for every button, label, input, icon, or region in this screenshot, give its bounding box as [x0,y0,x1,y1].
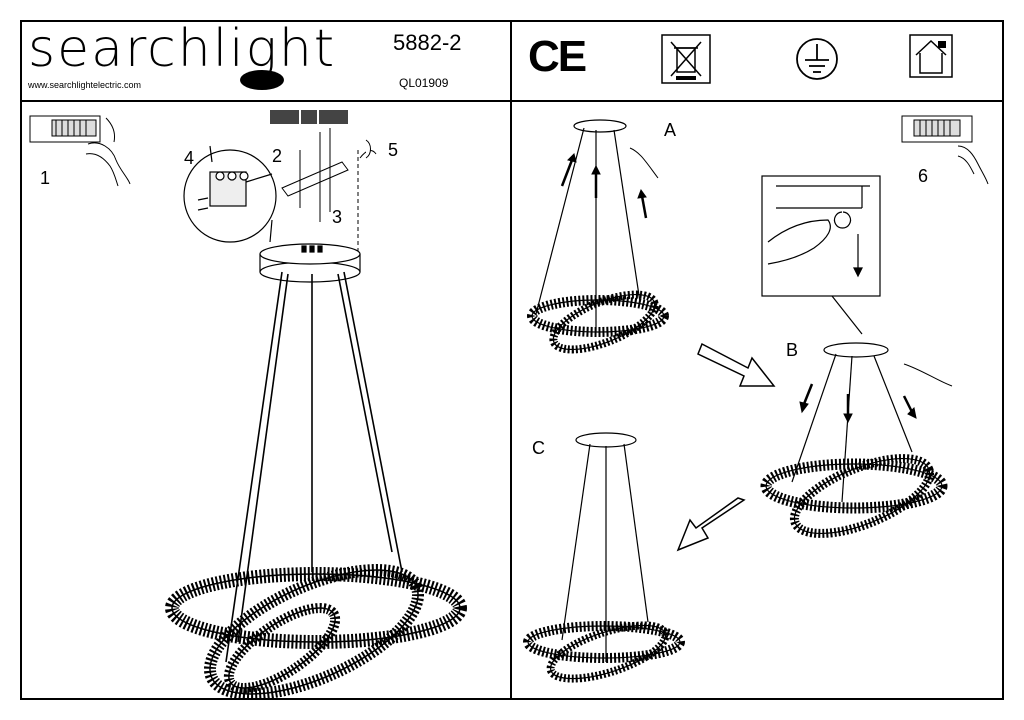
weee-bin-icon [661,34,711,84]
step-label-c: C [532,438,545,458]
ceiling-block [270,110,348,124]
step-number-1: 1 [40,168,51,188]
lamp-c-icon [523,432,685,683]
website-url: www.searchlightelectric.com [28,80,142,90]
panel-divider-horizontal [20,100,1004,102]
step-label-b: B [786,340,799,360]
mounting-bracket-icon [281,128,377,222]
indoor-use-icon [909,34,953,78]
power-on-hand-icon [901,115,989,185]
instruction-sheet-frame [20,20,1004,700]
step-number-5: 5 [388,140,399,160]
canopy-icon [259,243,361,283]
panel-divider-vertical [510,20,512,700]
step-number-4: 4 [184,148,195,168]
brand-logo-text: searchlight [28,19,337,79]
power-off-hand-icon [29,115,131,187]
arrow-right-down-icon [697,342,776,387]
model-number: 5882-2 [393,30,462,55]
logo-dot-icon [240,70,284,90]
ce-mark-icon: CE [528,32,587,81]
earth-ground-icon [796,38,838,80]
connector-detail-icon [183,145,277,243]
step-number-6: 6 [918,166,929,186]
lamp-a-icon [527,119,669,354]
left-panel-illustration [29,110,467,700]
step-label-a: A [664,120,677,140]
led-rings-icon [165,564,467,700]
arrow-left-down-icon [676,497,746,552]
step-number-2: 2 [272,146,283,166]
step-number-3: 3 [332,207,343,227]
detail-inset-icon [761,175,881,335]
lamp-b-icon [760,342,953,538]
suspension-cables [225,271,403,663]
product-code: QL01909 [399,76,449,90]
right-panel-illustration [523,115,989,683]
